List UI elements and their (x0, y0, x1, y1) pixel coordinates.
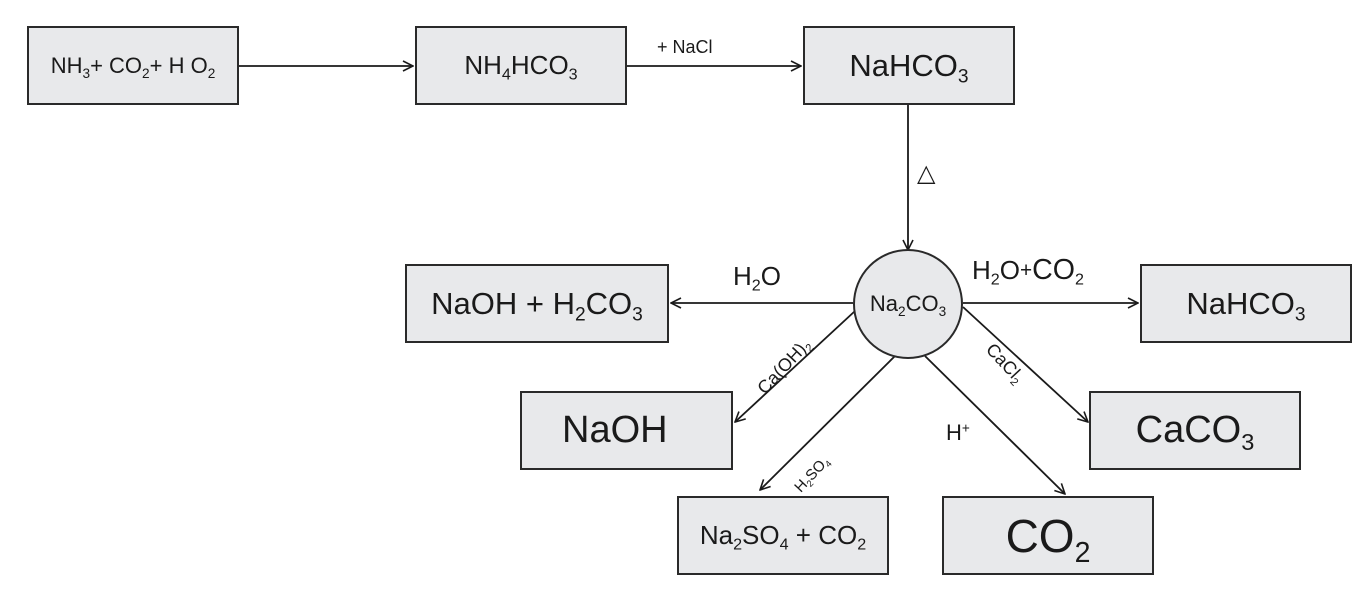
edge-label-hydrogen-ion: H+ (946, 420, 970, 445)
arrow-to-na2so4 (760, 355, 896, 490)
node-sodium-carbonate: Na2CO3 (853, 249, 963, 359)
node-ammonium-bicarbonate: NH4HCO3 (415, 26, 627, 105)
node-sodium-bicarbonate-right: NaHCO3 (1140, 264, 1352, 343)
node-text: Na2SO4 + CO2 (699, 520, 867, 554)
edge-label-water-co2: H2O+CO2 (972, 254, 1084, 289)
node-carbon-dioxide: CO2 (942, 496, 1154, 575)
node-text: NaOH (562, 409, 668, 451)
node-sodium-hydroxide: NaOH (520, 391, 733, 470)
node-text: Na2CO3 (869, 291, 947, 319)
edge-label-water: H2O (733, 261, 781, 295)
node-sodium-sulfate-co2: Na2SO4 + CO2 (677, 496, 889, 575)
node-text: CaCO3 (1135, 409, 1255, 456)
node-calcium-carbonate: CaCO3 (1089, 391, 1301, 470)
arrow-to-co2 (924, 355, 1065, 494)
node-text: NH4HCO3 (464, 50, 578, 84)
arrow-to-caco3 (962, 306, 1088, 422)
node-text: NH3+ CO2+ H O2 (50, 52, 216, 81)
arrow-to-naoh (735, 310, 856, 422)
node-reactants: NH3+ CO2+ H O2 (27, 26, 239, 105)
node-text: NaHCO3 (849, 47, 969, 88)
node-text: CO2 (1005, 509, 1091, 569)
edge-label-nacl: + NaCl (657, 37, 713, 57)
node-text: NaOH + H2CO3 (431, 285, 643, 326)
node-naoh-carbonic-acid: NaOH + H2CO3 (405, 264, 669, 343)
node-sodium-bicarbonate-top: NaHCO3 (803, 26, 1015, 105)
heat-icon: △ (917, 160, 936, 187)
node-text: NaHCO3 (1186, 285, 1306, 326)
